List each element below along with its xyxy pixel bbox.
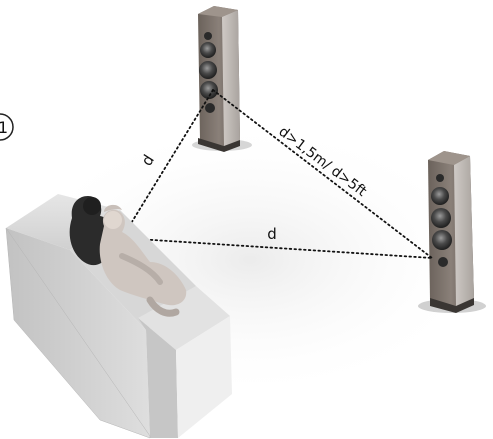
step-number-badge: 1 (0, 114, 13, 140)
step-number: 1 (0, 118, 8, 137)
label-listener-right: d (267, 225, 277, 243)
